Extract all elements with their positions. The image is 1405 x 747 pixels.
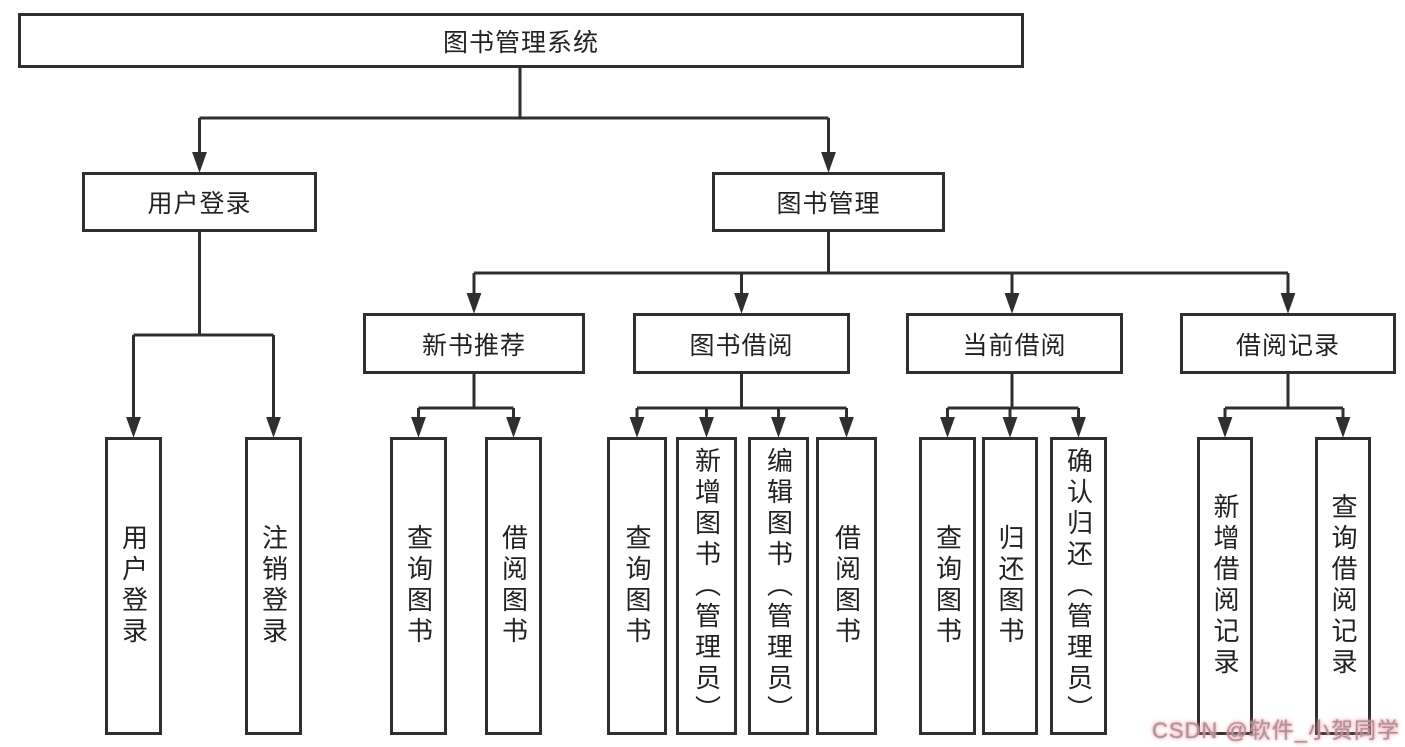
node-user-login: 用户登录 <box>82 172 317 232</box>
node-borrowing-records-label: 借阅记录 <box>1235 331 1340 360</box>
node-leaf-borrow-books-label: 借阅图书 <box>831 524 862 648</box>
node-leaf-query-books-recommend-label: 查询图书 <box>403 524 434 648</box>
node-current-borrowing-label: 当前借阅 <box>962 331 1067 360</box>
node-leaf-query-books-current-label: 查询图书 <box>932 524 963 648</box>
node-root: 图书管理系统 <box>18 13 1024 68</box>
node-leaf-return-books-label: 归还图书 <box>995 524 1025 648</box>
node-borrowing-records: 借阅记录 <box>1180 313 1396 374</box>
node-leaf-query-borrow-record: 查询借阅记录 <box>1315 437 1371 735</box>
node-leaf-query-books-recommend: 查询图书 <box>390 437 447 735</box>
node-book-borrowing-label: 图书借阅 <box>689 331 794 360</box>
node-current-borrowing: 当前借阅 <box>906 313 1123 374</box>
node-leaf-query-books-borrow-label: 查询图书 <box>622 524 652 648</box>
node-leaf-borrow-books-recommend: 借阅图书 <box>485 437 542 735</box>
node-leaf-add-borrow-record-label: 新增借阅记录 <box>1210 493 1240 679</box>
node-leaf-user-login: 用户登录 <box>105 437 162 735</box>
node-new-book-recommendation-label: 新书推荐 <box>421 331 526 360</box>
node-leaf-logout: 注销登录 <box>245 437 302 735</box>
node-leaf-confirm-return-admin: 确认归还（管理员） <box>1050 437 1107 735</box>
node-user-login-label: 用户登录 <box>147 190 252 218</box>
node-leaf-query-books-current: 查询图书 <box>919 437 976 735</box>
node-leaf-add-borrow-record: 新增借阅记录 <box>1197 437 1253 735</box>
node-leaf-logout-label: 注销登录 <box>258 524 289 648</box>
node-leaf-borrow-books-recommend-label: 借阅图书 <box>498 524 529 648</box>
node-leaf-edit-book-admin-label: 编辑图书（管理员） <box>763 446 794 726</box>
node-book-management-label: 图书管理 <box>776 190 881 218</box>
node-leaf-borrow-books: 借阅图书 <box>816 437 877 735</box>
node-book-management: 图书管理 <box>712 172 945 232</box>
node-leaf-return-books: 归还图书 <box>982 437 1038 735</box>
node-leaf-query-borrow-record-label: 查询借阅记录 <box>1328 493 1358 679</box>
node-leaf-query-books-borrow: 查询图书 <box>607 437 667 735</box>
node-root-label: 图书管理系统 <box>442 28 599 57</box>
node-leaf-confirm-return-admin-label: 确认归还（管理员） <box>1063 446 1094 726</box>
node-leaf-add-book-admin-label: 新增图书（管理员） <box>691 446 722 726</box>
node-new-book-recommendation: 新书推荐 <box>363 313 585 374</box>
node-leaf-user-login-label: 用户登录 <box>118 524 149 648</box>
node-leaf-edit-book-admin: 编辑图书（管理员） <box>748 437 809 735</box>
node-book-borrowing: 图书借阅 <box>633 313 850 374</box>
node-leaf-add-book-admin: 新增图书（管理员） <box>676 437 737 735</box>
